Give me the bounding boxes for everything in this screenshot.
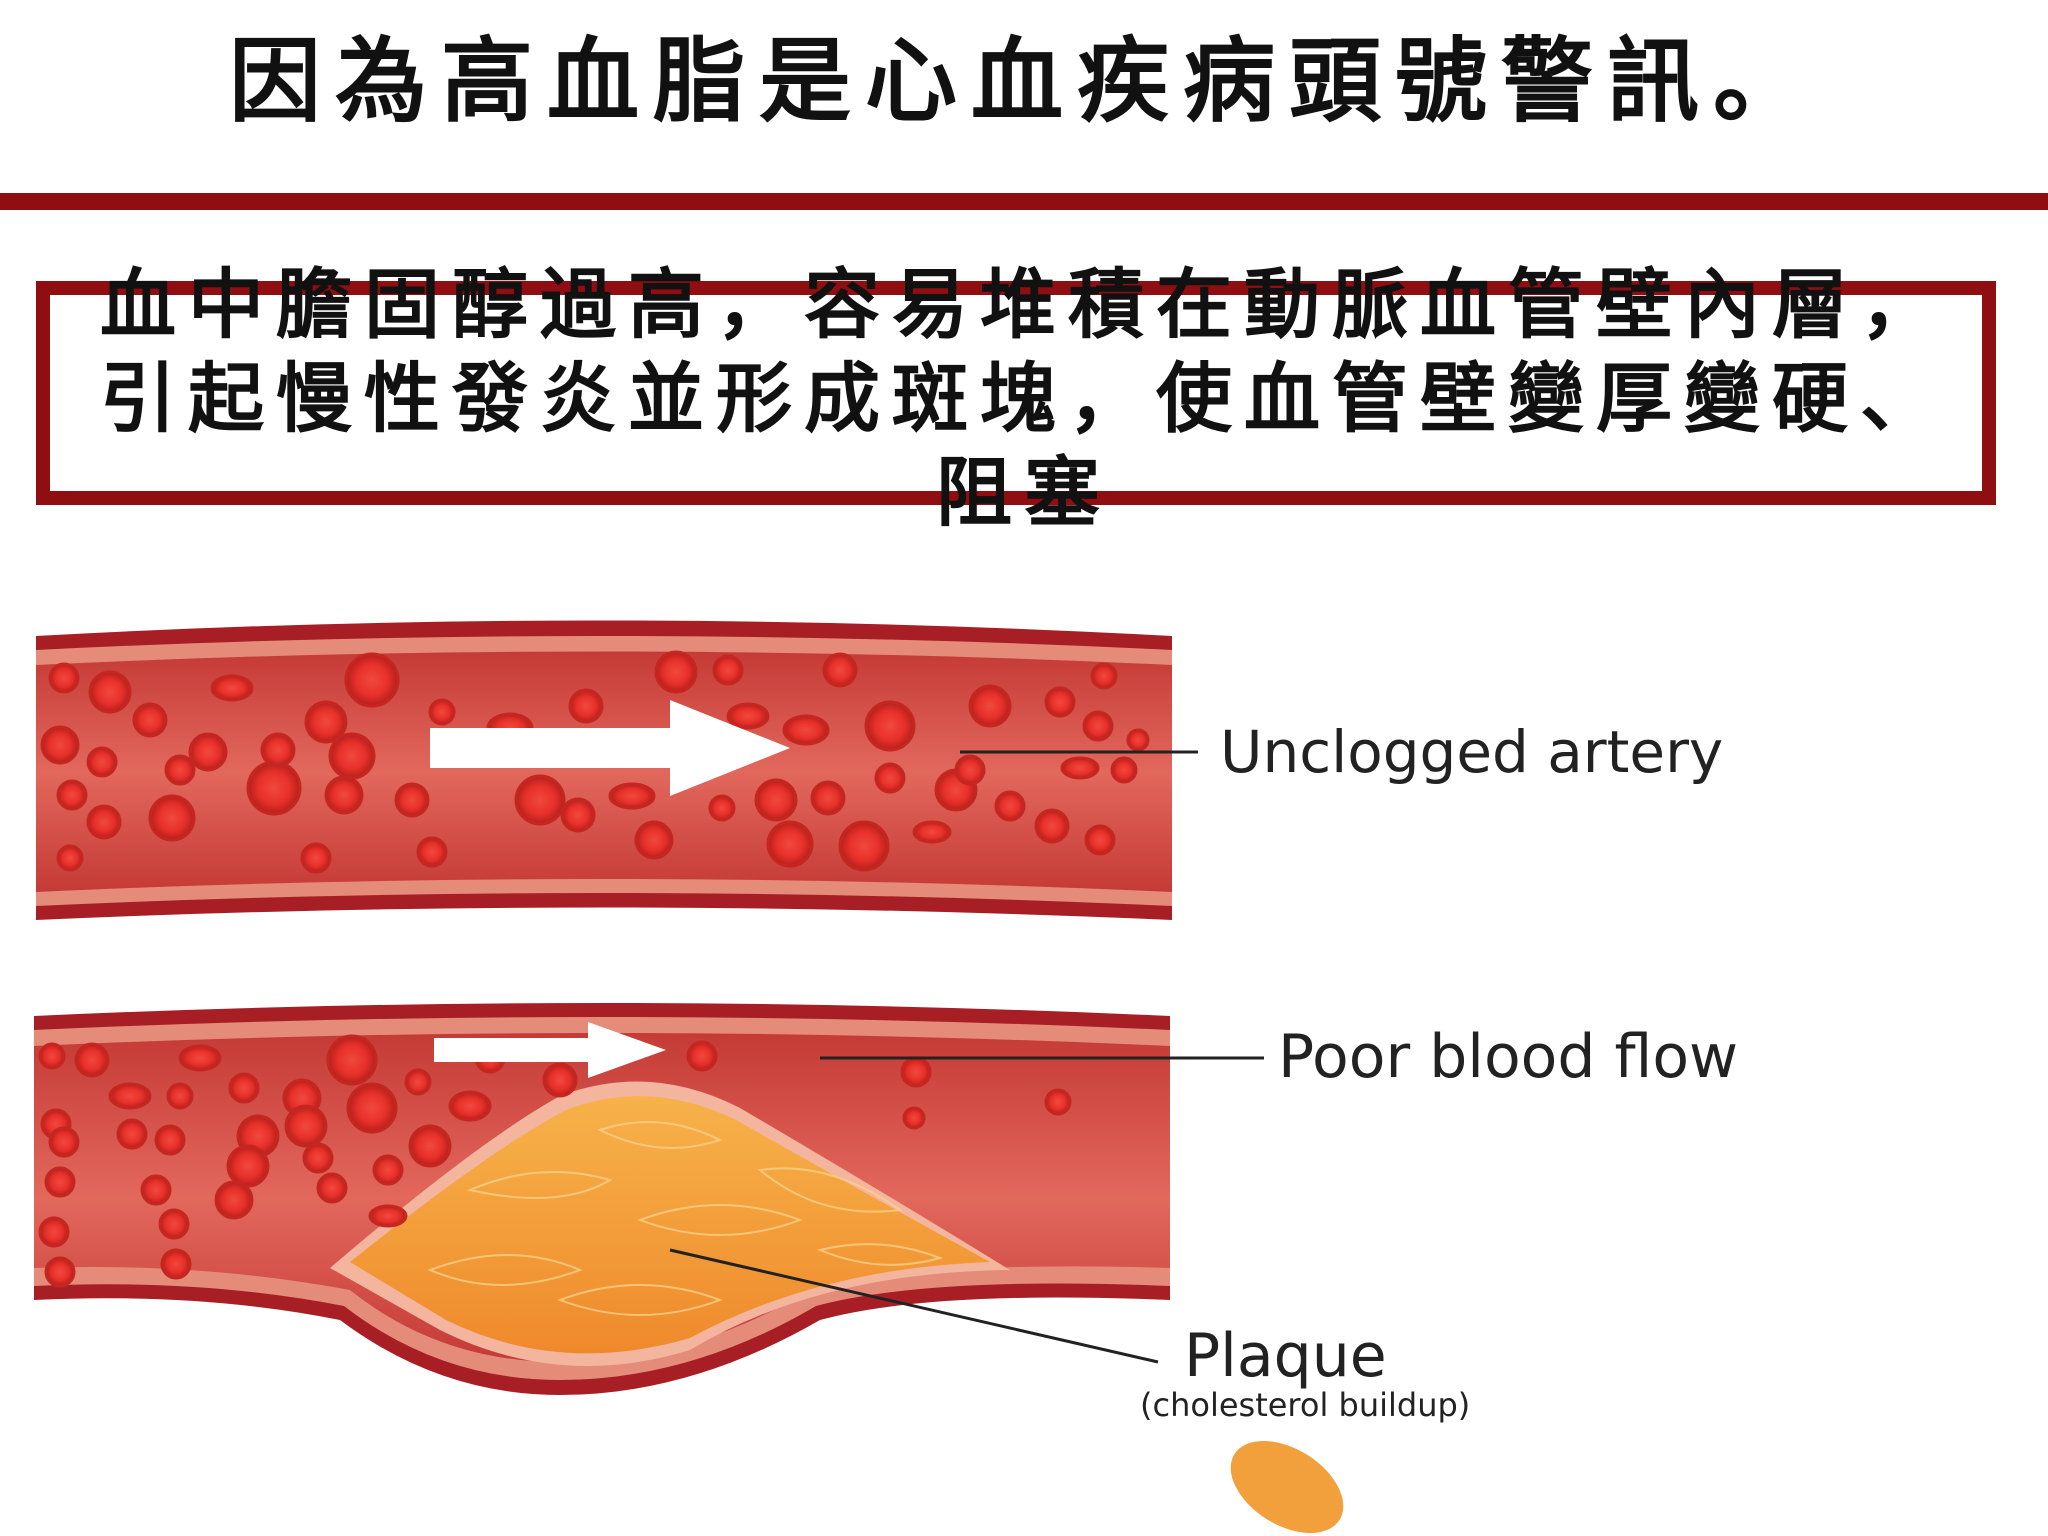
flow-arrow-clogged xyxy=(434,1022,666,1078)
callout-box xyxy=(36,281,1996,505)
unclogged-artery-lumen xyxy=(36,651,1172,892)
plaque-mass xyxy=(350,1096,990,1354)
artery-diagram: Unclogged artery Poor blood flow Plaque … xyxy=(34,620,1738,1534)
slide-title: 因為高血脂是心血疾病頭號警訊。 xyxy=(228,28,1819,135)
clogged-artery xyxy=(34,1003,1264,1395)
plaque-texture xyxy=(427,1121,944,1316)
flow-arrow-unclogged xyxy=(430,700,790,796)
plaque-label: Plaque xyxy=(1184,1321,1387,1391)
poor-blood-flow-label: Poor blood flow xyxy=(1278,1022,1738,1092)
plaque-leader-line xyxy=(669,1248,1159,1364)
blood-cells-unclogged xyxy=(40,650,1150,874)
title-divider xyxy=(0,193,2048,210)
callout-text: 血中膽固醇過高，容易堆積在動脈血管壁內層，引起慢性發炎並形成斑塊，使血管壁變厚變… xyxy=(100,260,1948,537)
plaque-note-label: (cholesterol buildup) xyxy=(1140,1386,1470,1424)
blood-platelet xyxy=(1230,1440,1344,1534)
unclogged-artery xyxy=(36,620,1198,920)
unclogged-artery-label: Unclogged artery xyxy=(1220,718,1723,786)
